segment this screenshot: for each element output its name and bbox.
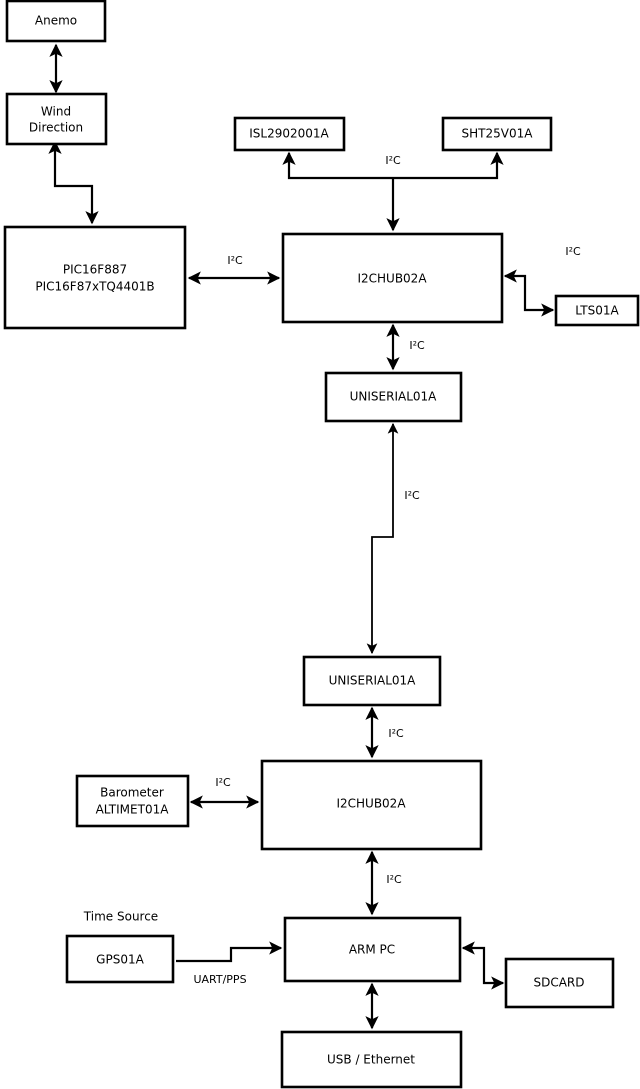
block-uniserial01a-top[interactable]: UNISERIAL01A [324, 371, 463, 423]
block-wind-direction-rect [5, 92, 108, 146]
block-sht25v01a[interactable]: SHT25V01A [441, 116, 553, 152]
block-isl2902001a[interactable]: ISL2902001A [233, 116, 346, 152]
block-uniserial01a-bottom[interactable]: UNISERIAL01A [302, 655, 442, 707]
block-i2chub02a-top-label: I2CHUB02A [357, 272, 427, 286]
edge-label-hub-uniserial: I²C [409, 339, 425, 352]
edge-label-pic-hub: I²C [227, 254, 243, 267]
block-sdcard-rect [504, 957, 615, 1009]
block-arm-pc-label: ARM PC [349, 943, 395, 957]
connector-armpc-sdcard [461, 941, 505, 990]
block-pic-rect [3, 225, 187, 330]
block-uniserial01a-bottom-rect [302, 655, 442, 707]
block-lts01a-label: LTS01A [575, 304, 619, 318]
connector-uniserial-link [366, 422, 399, 655]
edge-label-hub-lts: I²C [565, 245, 581, 258]
block-pic-label-line2: PIC16F87xTQ4401B [35, 280, 154, 294]
connector-gps-armpc [176, 941, 283, 963]
block-wind-direction-label-line2: Direction [29, 121, 83, 135]
block-lts01a-rect [554, 294, 640, 327]
block-pic[interactable]: PIC16F887 PIC16F87xTQ4401B [3, 225, 187, 330]
block-sht25v01a-label: SHT25V01A [462, 127, 534, 141]
block-uniserial01a-bottom-label: UNISERIAL01A [329, 674, 417, 688]
block-uniserial01a-top-rect [324, 371, 463, 423]
edge-label-gps-armpc: UART/PPS [193, 973, 246, 986]
block-arm-pc-rect [283, 916, 462, 983]
block-uniserial01a-top-label: UNISERIAL01A [350, 390, 438, 404]
block-gps01a[interactable]: GPS01A [65, 934, 175, 984]
edge-label-hub-armpc: I²C [386, 873, 402, 886]
block-usb-ethernet-rect [280, 1030, 463, 1089]
edge-label-uniserial-link: I²C [404, 489, 420, 502]
block-i2chub02a-top-rect [281, 232, 504, 324]
edge-label-barometer-hub: I²C [215, 776, 231, 789]
block-isl2902001a-rect [233, 116, 346, 152]
block-gps01a-label: GPS01A [96, 953, 144, 967]
block-i2chub02a-top[interactable]: I2CHUB02A [281, 232, 504, 324]
block-anemo[interactable]: Anemo [5, 0, 107, 43]
block-i2chub02a-bottom-label: I2CHUB02A [336, 797, 406, 811]
block-barometer[interactable]: Barometer ALTIMET01A [75, 774, 190, 828]
edge-label-isl-sht-bus: I²C [385, 154, 401, 167]
block-i2chub02a-bottom-rect [260, 759, 483, 851]
block-anemo-label: Anemo [35, 14, 77, 28]
block-sdcard[interactable]: SDCARD [504, 957, 615, 1009]
block-usb-ethernet-label: USB / Ethernet [327, 1053, 415, 1067]
block-usb-ethernet[interactable]: USB / Ethernet [280, 1030, 463, 1089]
block-sht25v01a-rect [441, 116, 553, 152]
edge-label-uniserial-hub-bot: I²C [388, 727, 404, 740]
block-i2chub02a-bottom[interactable]: I2CHUB02A [260, 759, 483, 851]
connector-wind-pic [48, 140, 99, 225]
block-anemo-rect [5, 0, 107, 43]
block-pic-label-line1: PIC16F887 [63, 263, 127, 277]
block-isl2902001a-label: ISL2902001A [249, 127, 329, 141]
block-wind-direction[interactable]: Wind Direction [5, 92, 108, 146]
block-barometer-label-line2: ALTIMET01A [96, 803, 170, 817]
block-sdcard-label: SDCARD [533, 976, 584, 990]
block-lts01a[interactable]: LTS01A [554, 294, 640, 327]
block-gps01a-rect [65, 934, 175, 984]
label-time-source: Time Source [83, 910, 158, 924]
block-barometer-rect [75, 774, 190, 828]
block-barometer-label-line1: Barometer [100, 786, 164, 800]
block-arm-pc[interactable]: ARM PC [283, 916, 462, 983]
block-wind-direction-label-line1: Wind [41, 105, 71, 119]
connector-hub-top-lts [503, 269, 555, 317]
